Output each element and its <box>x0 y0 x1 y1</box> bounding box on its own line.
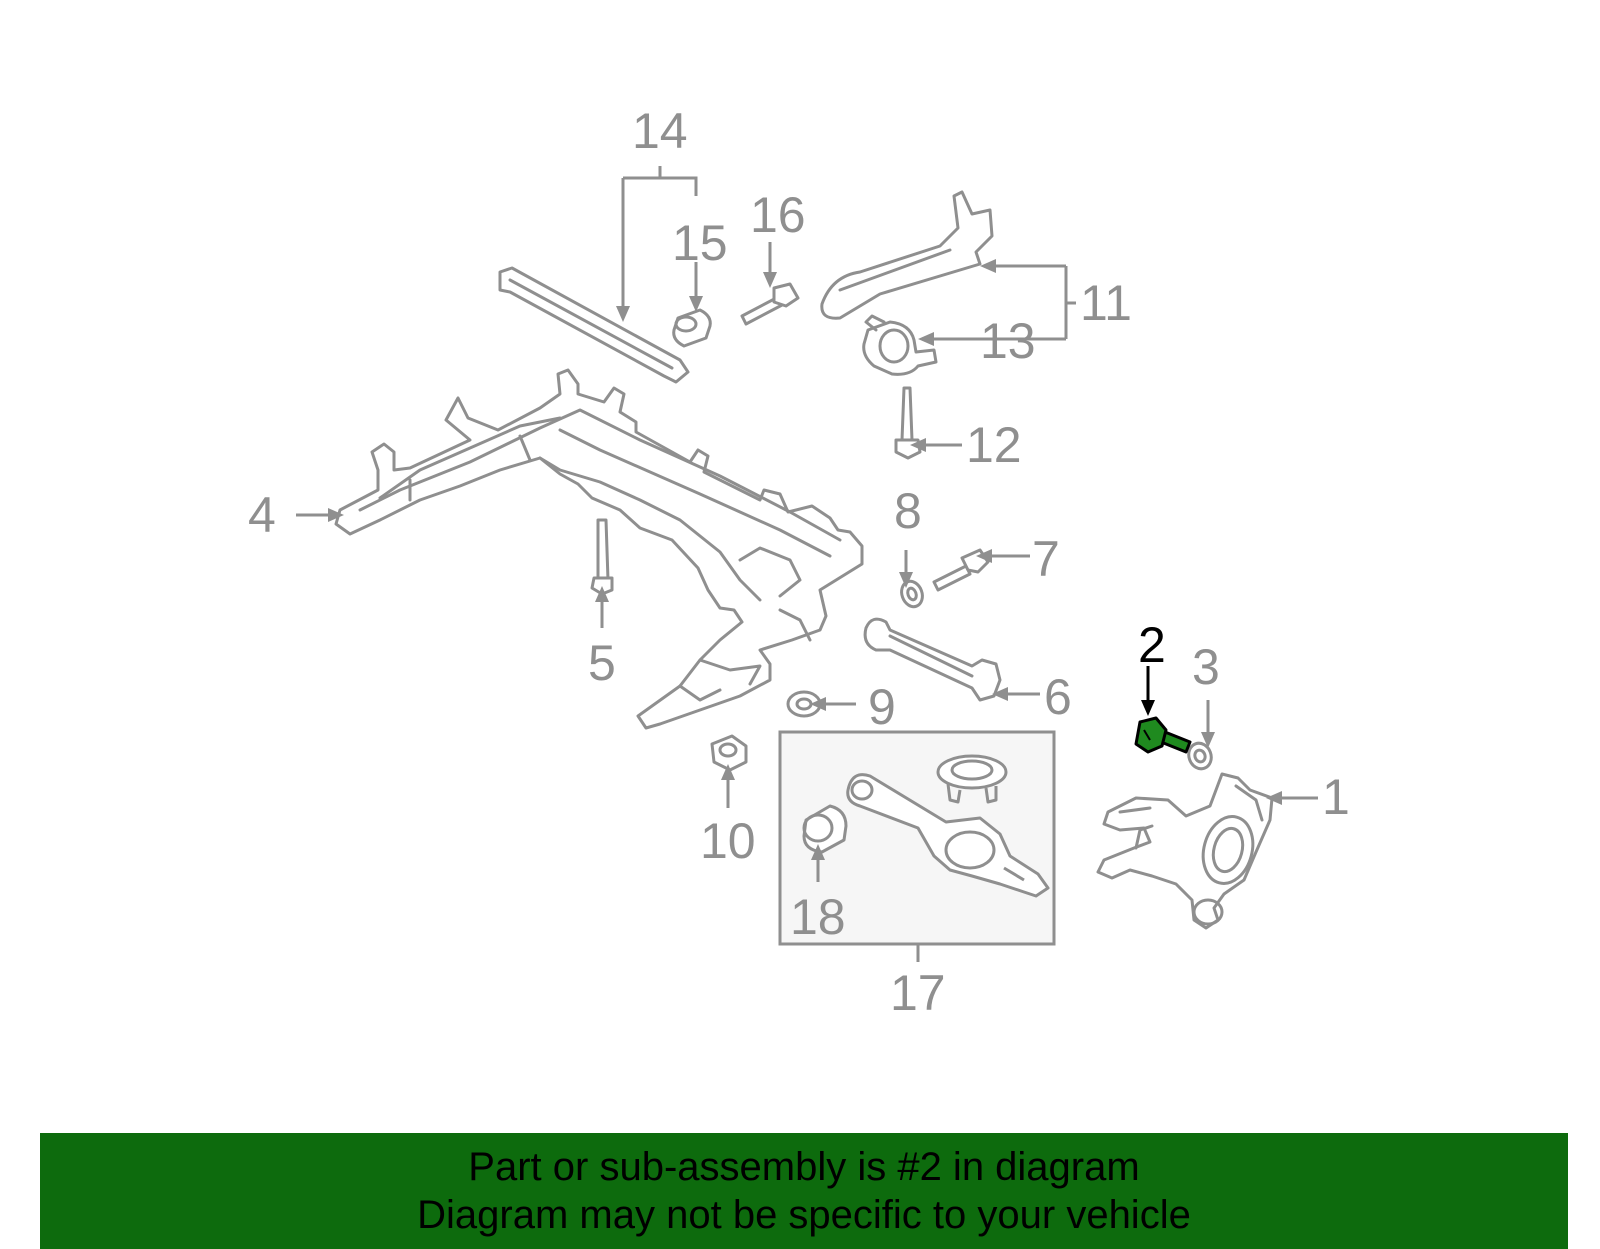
washer-part-8[interactable] <box>898 578 926 609</box>
callout-11: 11 <box>1080 275 1132 331</box>
callout-6: 6 <box>1044 669 1072 725</box>
bushing-part-13[interactable] <box>862 314 938 376</box>
banner-line-1: Part or sub-assembly is #2 in diagram <box>468 1145 1140 1189</box>
nut-part-10[interactable] <box>710 734 748 772</box>
callout-10: 10 <box>700 813 756 869</box>
upper-arm-part-11[interactable] <box>820 190 994 320</box>
callout-17: 17 <box>890 965 946 1021</box>
callout-18: 18 <box>790 889 846 945</box>
washer-part-3[interactable] <box>1185 740 1215 772</box>
callout-1: 1 <box>1322 769 1350 825</box>
callout-5: 5 <box>588 635 616 691</box>
callout-3: 3 <box>1192 639 1220 695</box>
callout-16: 16 <box>750 187 806 243</box>
knuckle-part-1[interactable] <box>1096 772 1274 930</box>
callout-13: 13 <box>980 313 1036 369</box>
bolt-part-5[interactable] <box>590 518 614 596</box>
subframe-part-4[interactable] <box>334 368 864 730</box>
callout-labels: 14 15 16 11 13 12 4 8 7 5 3 6 9 1 10 18 … <box>248 103 1350 1021</box>
callout-9: 9 <box>868 679 896 735</box>
leader-lines <box>296 166 1318 962</box>
highlighted-bolt-part-2[interactable] <box>1134 716 1192 754</box>
spring-seat-part <box>936 754 1008 804</box>
callout-15: 15 <box>672 215 728 271</box>
lower-link-part-6[interactable] <box>863 617 1002 702</box>
bushing-part-15[interactable] <box>672 308 712 348</box>
callout-2: 2 <box>1138 617 1166 673</box>
bushing-part-18 <box>802 804 848 854</box>
lower-arm-part <box>846 773 1050 898</box>
callout-12: 12 <box>966 417 1022 473</box>
lateral-link-part[interactable] <box>498 266 690 384</box>
callout-4: 4 <box>248 487 276 543</box>
bolt-part-16[interactable] <box>740 282 800 326</box>
info-banner: Part or sub-assembly is #2 in diagram Di… <box>40 1133 1568 1249</box>
callout-7: 7 <box>1032 531 1060 587</box>
parts-diagram: 14 15 16 11 13 12 4 8 7 5 3 6 9 1 10 18 … <box>248 103 1350 1021</box>
leader-arrowheads <box>328 259 1282 860</box>
callout-8: 8 <box>894 483 922 539</box>
banner-line-2: Diagram may not be specific to your vehi… <box>417 1193 1191 1237</box>
leader-part-2 <box>1141 666 1155 716</box>
bolt-part-7[interactable] <box>932 548 990 592</box>
callout-14: 14 <box>632 103 688 159</box>
